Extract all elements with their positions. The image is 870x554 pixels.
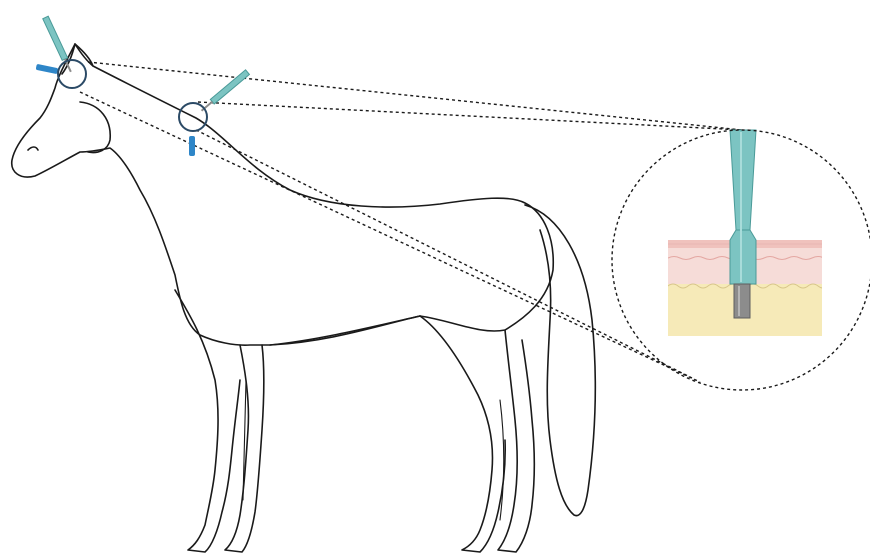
horse-hindleg-front	[420, 316, 505, 552]
horse-body-outline	[12, 44, 554, 345]
poll-injection-site	[36, 16, 86, 88]
projection-line	[88, 62, 742, 130]
projection-line	[198, 102, 742, 130]
horse-outline	[12, 44, 595, 552]
horse-belly	[270, 316, 420, 345]
horse-leg-detail	[243, 380, 504, 520]
horse-tail	[525, 205, 595, 516]
horse-foreleg-front	[175, 290, 240, 552]
horse-jaw	[80, 102, 110, 153]
magnified-view	[612, 130, 870, 390]
projection-line	[80, 92, 700, 382]
poll-marker-icon	[36, 64, 59, 74]
poll-needle-icon	[43, 16, 74, 73]
neck-needle-icon	[200, 70, 250, 113]
neck-injection-site	[179, 70, 249, 156]
horse-nostril	[28, 147, 38, 150]
neck-marker-icon	[189, 136, 195, 156]
